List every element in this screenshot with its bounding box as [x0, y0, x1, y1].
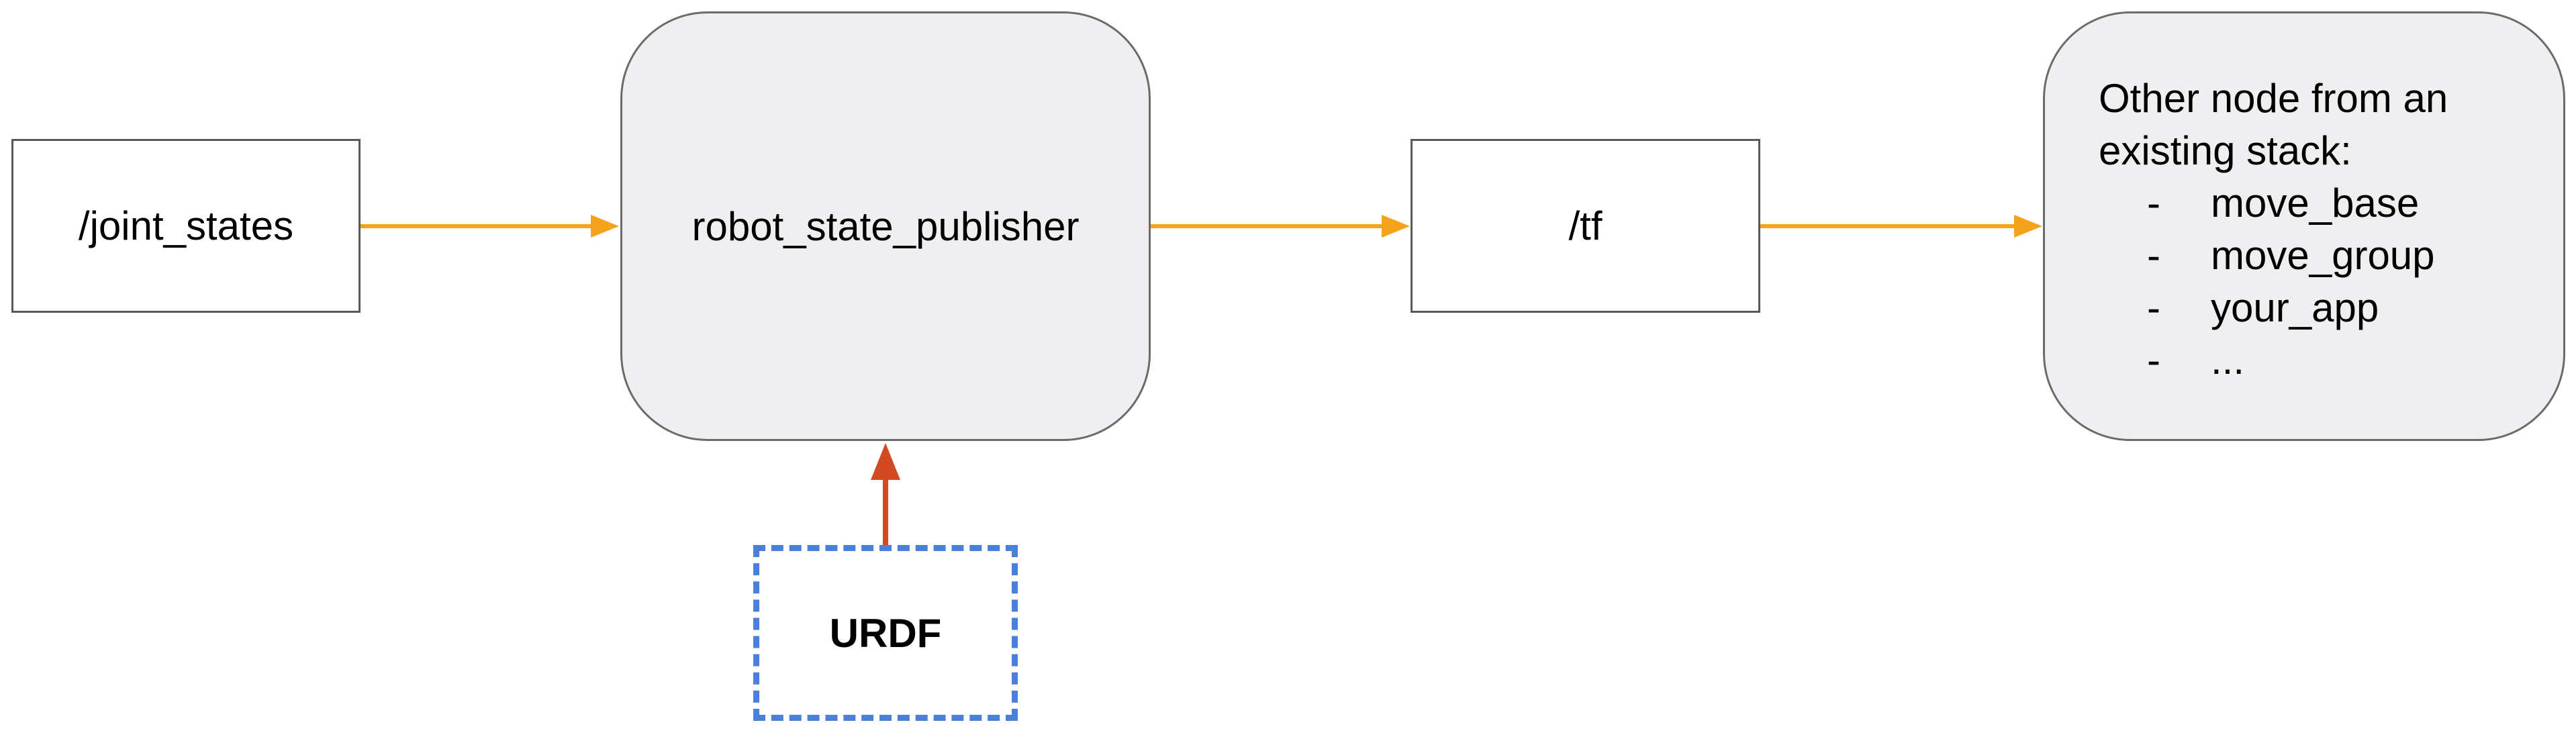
other-node-title-line2: existing stack:: [2099, 128, 2352, 173]
arrowhead-rsp-to-tf: [1382, 215, 1410, 238]
arrowhead-tf-to-other: [2014, 215, 2042, 238]
list-item-label: your_app: [2211, 285, 2379, 330]
bullet-dash: -: [2147, 233, 2160, 278]
other-node: Other node from an existing stack: - mov…: [2043, 11, 2565, 441]
urdf-label: URDF: [829, 610, 942, 656]
list-item-label: ...: [2211, 338, 2245, 383]
list-item-label: move_base: [2211, 181, 2420, 226]
list-item: - move_group: [2099, 230, 2448, 282]
other-node-list: - move_base - move_group - your_app - ..…: [2099, 177, 2448, 387]
urdf-input: URDF: [753, 545, 1018, 721]
other-node-content: Other node from an existing stack: - mov…: [2099, 72, 2448, 387]
joint-states-label: /joint_states: [78, 203, 294, 248]
bullet-dash: -: [2147, 338, 2160, 383]
tf-label: /tf: [1568, 203, 1603, 248]
robot-state-publisher-node: robot_state_publisher: [620, 11, 1151, 441]
list-item: - ...: [2099, 334, 2448, 387]
joint-states-topic: /joint_states: [11, 139, 361, 313]
arrowhead-joint-to-rsp: [591, 215, 619, 238]
tf-topic: /tf: [1411, 139, 1760, 313]
list-item: - your_app: [2099, 282, 2448, 334]
arrowhead-urdf-to-rsp: [871, 443, 900, 480]
list-item-label: move_group: [2211, 233, 2435, 278]
list-item: - move_base: [2099, 177, 2448, 230]
other-node-title-line1: Other node from an: [2099, 76, 2448, 121]
bullet-dash: -: [2147, 285, 2160, 330]
robot-state-publisher-label: robot_state_publisher: [691, 203, 1080, 249]
bullet-dash: -: [2147, 181, 2160, 226]
